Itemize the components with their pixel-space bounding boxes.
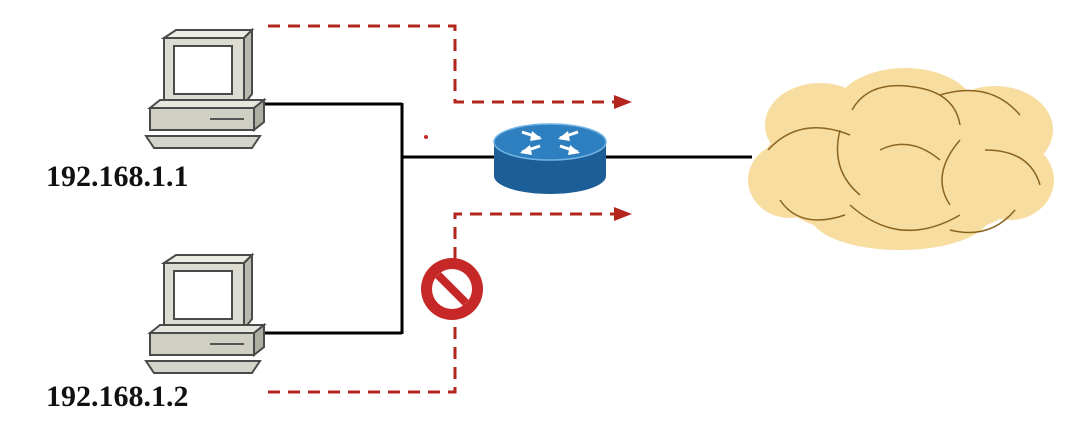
blocked-traffic-path xyxy=(268,207,632,394)
computer-icon xyxy=(145,29,265,149)
internet-cloud-icon xyxy=(748,68,1054,250)
computer-icon xyxy=(145,254,265,374)
host-ip-label-1: 192.168.1.1 xyxy=(46,160,189,193)
stray-dot xyxy=(424,135,428,139)
router-icon xyxy=(493,123,607,194)
allowed-arrowhead xyxy=(614,95,632,109)
host-ip-label-2: 192.168.1.2 xyxy=(46,380,189,413)
no-entry-icon xyxy=(421,258,483,320)
blocked-arrowhead xyxy=(614,207,632,221)
allowed-traffic-path xyxy=(268,24,632,109)
lan-wiring xyxy=(262,102,752,335)
